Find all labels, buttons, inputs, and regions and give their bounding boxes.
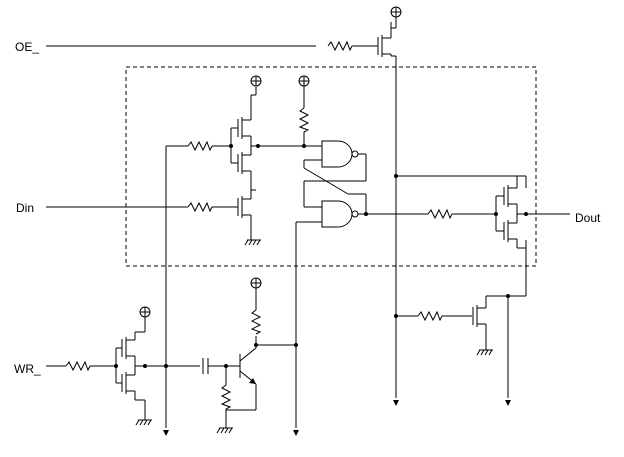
pulse-supply-icon — [250, 277, 262, 289]
pulse-base-resistor — [221, 384, 231, 410]
dout-bus-arrow-icon — [505, 400, 511, 406]
coupling-capacitor — [202, 358, 240, 374]
oe-input-net — [46, 41, 378, 51]
output-transistor-top — [496, 176, 518, 214]
enable-ground-icon — [476, 349, 494, 356]
latch-cross-coupling — [303, 153, 428, 215]
latch-boundary — [125, 66, 537, 267]
enable-gate-resistor — [417, 311, 443, 321]
wr-ground-icon — [135, 419, 153, 426]
wr-bus-arrow-icon — [163, 430, 169, 436]
din-input-net — [46, 202, 238, 212]
latch-supply-icon — [298, 75, 310, 87]
pulse-ground-icon — [216, 427, 234, 434]
oe-control-bus — [391, 55, 397, 398]
oe-supply-icon — [390, 6, 402, 18]
enable-transistor — [472, 296, 487, 350]
wr-label: WR_ — [14, 362, 41, 376]
nand-gate-top — [321, 140, 359, 168]
wr-inverter-top — [116, 317, 146, 366]
din-transistor — [237, 190, 252, 240]
reset-arrow-icon — [293, 430, 299, 436]
latch-pullup-resistor — [299, 107, 309, 133]
oe-bus-arrow-icon — [393, 400, 399, 406]
din-label: Din — [16, 201, 34, 215]
pulse-collector-resistor — [251, 309, 261, 335]
nand-gate-bottom — [321, 200, 359, 228]
wr-gate-resistor — [187, 141, 213, 151]
output-transistor-bottom — [496, 214, 518, 248]
pullup-transistor-top — [237, 87, 257, 146]
din-ground-icon — [244, 239, 262, 246]
pullup-transistor-bottom — [237, 146, 256, 191]
wr-inverter-bottom — [116, 366, 146, 420]
oe-label: OE_ — [15, 40, 39, 54]
output-series-resistor — [427, 209, 453, 219]
oe-pass-transistor — [377, 22, 392, 58]
wr-input-net — [46, 361, 116, 371]
pullup-supply-icon — [250, 75, 262, 87]
dout-label: Dout — [575, 211, 601, 225]
wr-supply-icon — [139, 306, 151, 318]
pulse-npn-transistor — [226, 347, 257, 411]
